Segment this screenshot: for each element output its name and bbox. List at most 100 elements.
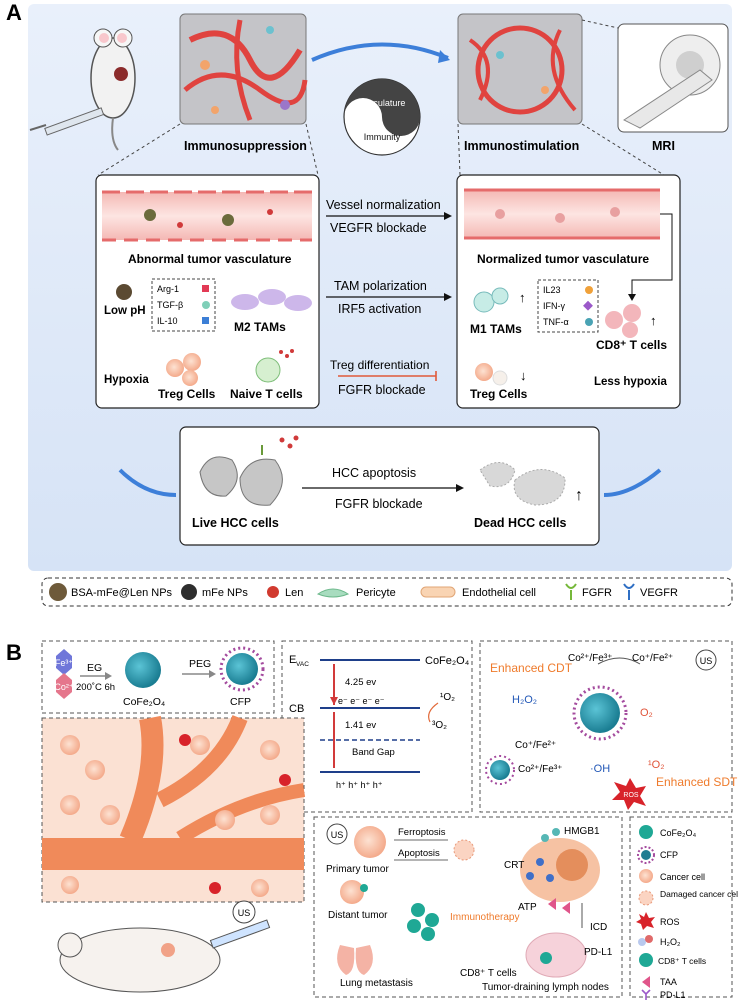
panel-a-label: A (6, 0, 22, 25)
legend-pdl1-label: PD-L1 (660, 990, 686, 1000)
hcc-box (179, 426, 600, 546)
hcc-arrow-right (603, 468, 662, 497)
primary-tumor-label: Primary tumor (326, 864, 389, 875)
low-ph-label: Low pH (104, 305, 146, 317)
cytokine-box-right (537, 279, 599, 333)
il10-marker-icon (202, 317, 209, 324)
h2o2-mech-label: H₂O₂ (512, 694, 537, 706)
cofe-label: CoFe₂O₄ (123, 696, 165, 708)
cfp-center-icon (572, 685, 628, 741)
treg-cells-right-label: Treg Cells (470, 387, 528, 401)
legend-h2o2-icon (638, 935, 653, 946)
distant-tumor-icon (340, 880, 368, 904)
abnormal-vasculature-label: Abnormal tumor vasculature (128, 252, 292, 266)
il23-label: IL23 (543, 285, 561, 295)
vessel-branches (42, 714, 306, 870)
low-ph-particle-icon (116, 284, 132, 300)
o2-mech-label: O₂ (640, 707, 653, 719)
us-immuno-label: US (331, 830, 344, 840)
bsa-np-icon (49, 583, 67, 601)
pericyte-icon (316, 588, 350, 598)
legend-pericyte-label: Pericyte (356, 587, 396, 599)
yin-vasculature-label: Vasculature (359, 98, 406, 108)
band-box (281, 640, 473, 813)
ros-mech-label: ROS (623, 792, 639, 799)
tgfb-marker-icon (202, 301, 210, 309)
m1-tams-label: M1 TAMs (470, 322, 522, 336)
endothelial-icon (420, 586, 456, 598)
treg-differentiation-label: Treg differentiation (330, 358, 429, 372)
legend-a (41, 577, 733, 607)
cytokine-box-left (151, 278, 216, 332)
irf5-activation-label: IRF5 activation (338, 302, 421, 316)
co-fe-top-label: Co²⁺/Fe³⁺ (568, 653, 612, 664)
legend-damaged-label: Damaged cancer cells (660, 889, 738, 899)
arg1-label: Arg-1 (157, 284, 179, 294)
vegfr-icon (623, 583, 635, 600)
dead-hcc-cells-icon (479, 462, 566, 506)
atp-triangles (548, 898, 570, 914)
hcc-fgfr-blockade-label: FGFR blockade (335, 497, 423, 511)
treg-down-arrow: ↓ (520, 368, 527, 383)
hcc-arrow-left (118, 468, 177, 497)
fe-hexagon-icon (56, 649, 72, 675)
cfp-left-icon (485, 755, 515, 785)
tumor-tissue-immunostimulation (457, 13, 583, 125)
legend-cofe-label: CoFe₂O₄ (660, 828, 697, 838)
treg-cells-left-label: Treg Cells (158, 387, 216, 401)
crt-label: CRT (504, 860, 524, 871)
tnf-marker-icon (585, 318, 593, 326)
abnormal-vessel (102, 190, 312, 242)
lung-icon (337, 945, 373, 975)
less-hypoxia-label: Less hypoxia (594, 376, 667, 388)
normalized-vasculature-label: Normalized tumor vasculature (477, 252, 649, 266)
eg-label: EG (87, 662, 102, 674)
ifn-marker-icon (583, 300, 593, 311)
atp-label: ATP (518, 902, 537, 913)
legend-taa-icon (642, 976, 650, 988)
vegfr-blockade-label: VEGFR blockade (330, 221, 427, 235)
co-label: Co²⁺ (54, 682, 74, 692)
cd8-immuno-label: CD8⁺ T cells (460, 968, 517, 979)
cfp-np-icon (219, 646, 265, 692)
scene-ros-bursts (179, 734, 291, 894)
legend-cd8-icon (639, 953, 653, 967)
cond-label: 200˚C 6h (76, 682, 115, 693)
us-mech-label: US (700, 656, 713, 666)
legend-np-label: BSA-mFe@Len NPs (71, 587, 173, 599)
scene-cancer-cells (60, 735, 280, 897)
legend-b (629, 816, 733, 998)
apoptosis-label: Apoptosis (398, 848, 440, 859)
legend-len-label: Len (285, 587, 303, 599)
m1-tam-cells-icon (473, 287, 509, 313)
mouse-bottom-illustration (57, 919, 271, 993)
m1-up-arrow: ↑ (519, 290, 526, 305)
naive-t-cell-icon (255, 349, 294, 383)
band-gap-label: Band Gap (352, 747, 395, 758)
live-hcc-cells-icon (199, 435, 299, 506)
lung-metastasis-label: Lung metastasis (340, 978, 413, 989)
cb-label: CB (289, 703, 304, 715)
arg1-marker-icon (202, 285, 209, 292)
cofe-np-icon (125, 652, 161, 688)
co-fe-top2-label: Co⁺/Fe²⁺ (632, 653, 673, 664)
band-cofe-label: CoFe₂O₄ (425, 655, 470, 667)
legend-cancer-icon (639, 869, 653, 883)
cd8-t-cells-icon (605, 304, 641, 338)
us-icon-mech (695, 649, 717, 671)
fgfr-blockade-label: FGFR blockade (338, 383, 426, 397)
mri-label: MRI (652, 139, 675, 153)
yin-immunity-label: Immunity (364, 132, 401, 142)
hypoxia-label: Hypoxia (104, 374, 149, 386)
treg-cells-icon (166, 353, 201, 386)
ev141-label: 1.41 ev (345, 720, 376, 731)
panel-b-label: B (6, 640, 22, 665)
legend-fgfr-label: FGFR (582, 587, 612, 599)
legend-taa-label: TAA (660, 977, 677, 987)
peg-label: PEG (189, 658, 211, 670)
singlet-mech-label: ¹O₂ (648, 759, 665, 771)
legend-endo-label: Endothelial cell (462, 587, 536, 599)
mri-machine-icon (617, 23, 729, 133)
fe-label: Fe³⁺ (55, 658, 74, 668)
